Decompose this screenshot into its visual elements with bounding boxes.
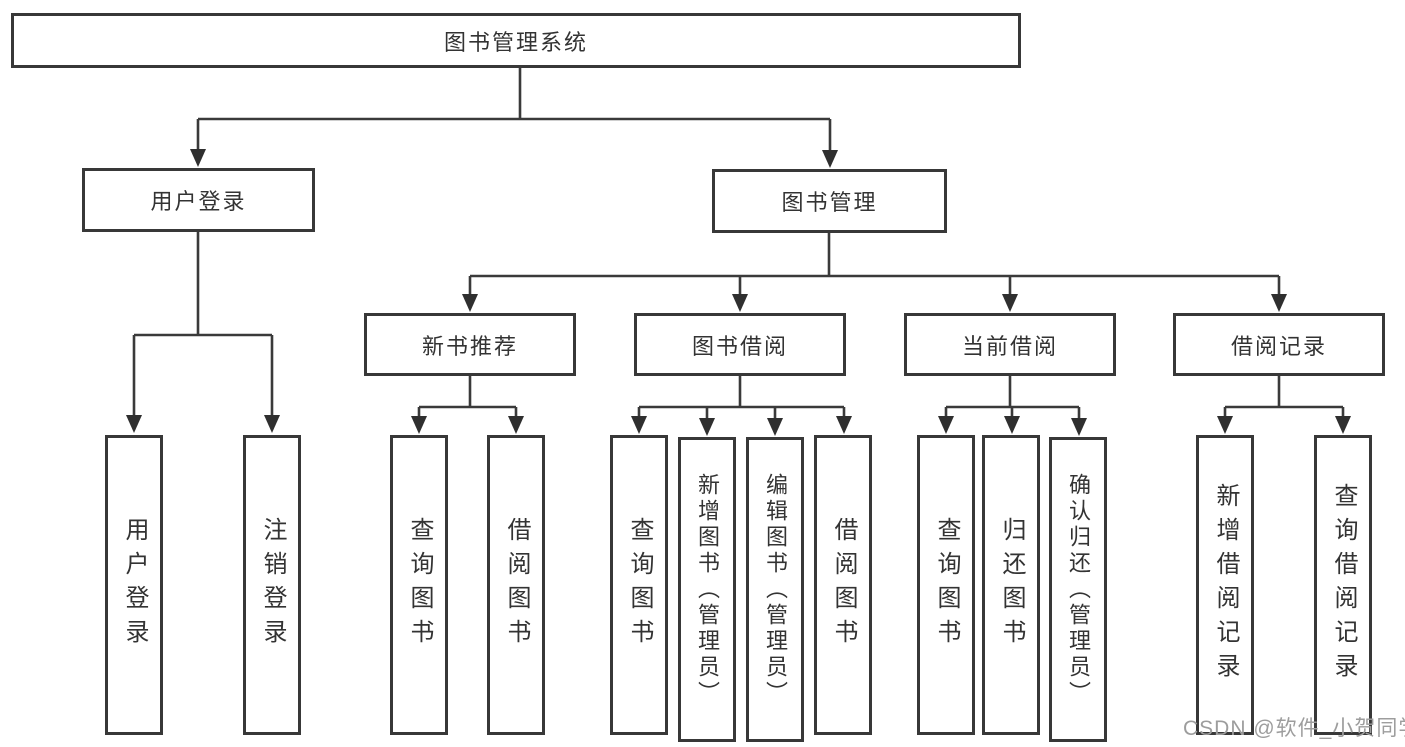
node-label: 注销登录	[259, 517, 286, 653]
node-book-management-branch: 图书管理	[712, 169, 947, 233]
node-book-borrowing: 图书借阅	[634, 313, 846, 376]
leaf-return-books: 归还图书	[982, 435, 1040, 735]
leaf-borrow-books: 借阅图书	[814, 435, 872, 735]
leaf-user-login: 用户登录	[105, 435, 163, 735]
leaf-query-books-borrow: 查询图书	[610, 435, 668, 735]
leaf-add-books-admin: 新增图书（管理员）	[678, 437, 736, 742]
node-label: 查询借阅记录	[1330, 483, 1357, 687]
node-library-management-system: 图书管理系统	[11, 13, 1021, 68]
node-current-borrowing: 当前借阅	[904, 313, 1116, 376]
node-label: 新增图书（管理员）	[695, 472, 720, 707]
node-label: 借阅图书	[830, 517, 857, 653]
node-label: 查询图书	[933, 517, 960, 653]
node-label: 确认归还（管理员）	[1066, 472, 1091, 707]
node-user-login-branch: 用户登录	[82, 168, 315, 232]
arrowheads	[126, 149, 1351, 436]
leaf-logout: 注销登录	[243, 435, 301, 735]
node-label: 归还图书	[998, 517, 1025, 653]
node-label: 新书推荐	[421, 333, 518, 359]
node-label: 查询图书	[406, 517, 433, 653]
leaf-borrow-books-recommend: 借阅图书	[487, 435, 545, 735]
connector-paths	[132, 68, 1345, 422]
leaf-edit-books-admin: 编辑图书（管理员）	[746, 437, 804, 742]
node-label: 图书管理	[781, 190, 878, 215]
node-borrowing-records: 借阅记录	[1173, 313, 1385, 376]
node-label: 借阅图书	[503, 517, 530, 653]
leaf-add-borrow-record: 新增借阅记录	[1196, 435, 1254, 735]
node-label: 查询图书	[626, 517, 653, 653]
node-label: 用户登录	[150, 189, 247, 214]
node-label: 用户登录	[121, 517, 148, 653]
leaf-query-books-recommend: 查询图书	[390, 435, 448, 735]
node-label: 新增借阅记录	[1212, 483, 1239, 687]
node-label: 编辑图书（管理员）	[763, 472, 788, 707]
node-label: 当前借阅	[961, 333, 1058, 359]
node-label: 借阅记录	[1230, 333, 1327, 359]
leaf-query-borrow-record: 查询借阅记录	[1314, 435, 1372, 735]
node-new-book-recommendation: 新书推荐	[364, 313, 576, 376]
node-label: 图书管理系统	[443, 29, 588, 55]
leaf-confirm-return-admin: 确认归还（管理员）	[1049, 437, 1107, 742]
node-label: 图书借阅	[691, 333, 788, 359]
leaf-query-books-current: 查询图书	[917, 435, 975, 735]
csdn-watermark: CSDN @软件_小贺同学	[1183, 717, 1405, 740]
